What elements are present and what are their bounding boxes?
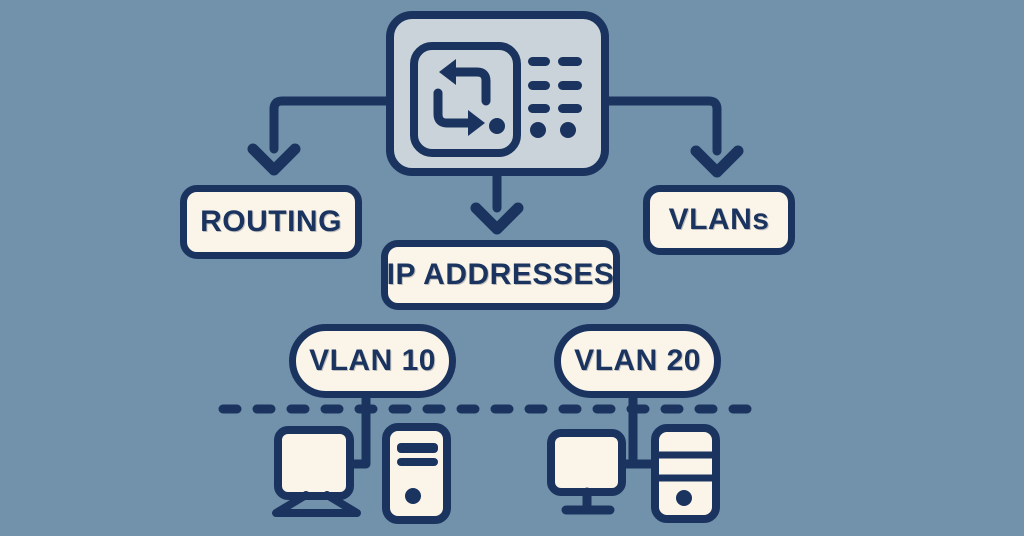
routing-label: ROUTING (200, 205, 342, 238)
monitor-icon (272, 426, 361, 517)
ip-addresses-label: IP ADDRESSES (386, 258, 615, 291)
vlan20-label: VLAN 20 (574, 344, 701, 377)
vlan20-pill: VLAN 20 (554, 324, 721, 398)
arrowhead-left (247, 143, 301, 176)
tower-power-dot (405, 488, 421, 504)
server-power-dot (676, 490, 692, 506)
port-indicator-lights-icon (528, 57, 582, 138)
vlan10-workstation-group (272, 394, 451, 524)
routing-box: ROUTING (180, 185, 362, 259)
routing-cycle-arrows-icon (433, 59, 505, 136)
monitor-icon (547, 429, 626, 515)
cycle-arrowhead-left (439, 59, 456, 85)
vlan10-drop-line (346, 394, 371, 469)
arrowhead-right (690, 145, 744, 178)
server-tower-icon (651, 424, 720, 523)
vlans-label: VLANs (668, 203, 770, 236)
tower-vent-bar (397, 443, 438, 453)
arrowhead-middle (470, 202, 524, 235)
vlan10-pill: VLAN 10 (289, 324, 456, 398)
tower-vent-bar (397, 458, 438, 466)
vlan10-label: VLAN 10 (309, 344, 436, 377)
cycle-dot (489, 118, 505, 134)
cycle-arrowhead-right (468, 110, 485, 136)
ip-addresses-box: IP ADDRESSES (381, 240, 620, 310)
arrow-line-left (269, 96, 396, 154)
vlans-box: VLANs (643, 185, 795, 255)
arrow-line-right (599, 96, 722, 156)
desktop-tower-icon (382, 423, 451, 524)
monitor-stand (272, 491, 361, 517)
router-screen (410, 42, 521, 157)
connector-arrows (247, 96, 744, 235)
vlan20-workstation-group (547, 394, 720, 523)
router-switch-device-icon (386, 11, 609, 176)
